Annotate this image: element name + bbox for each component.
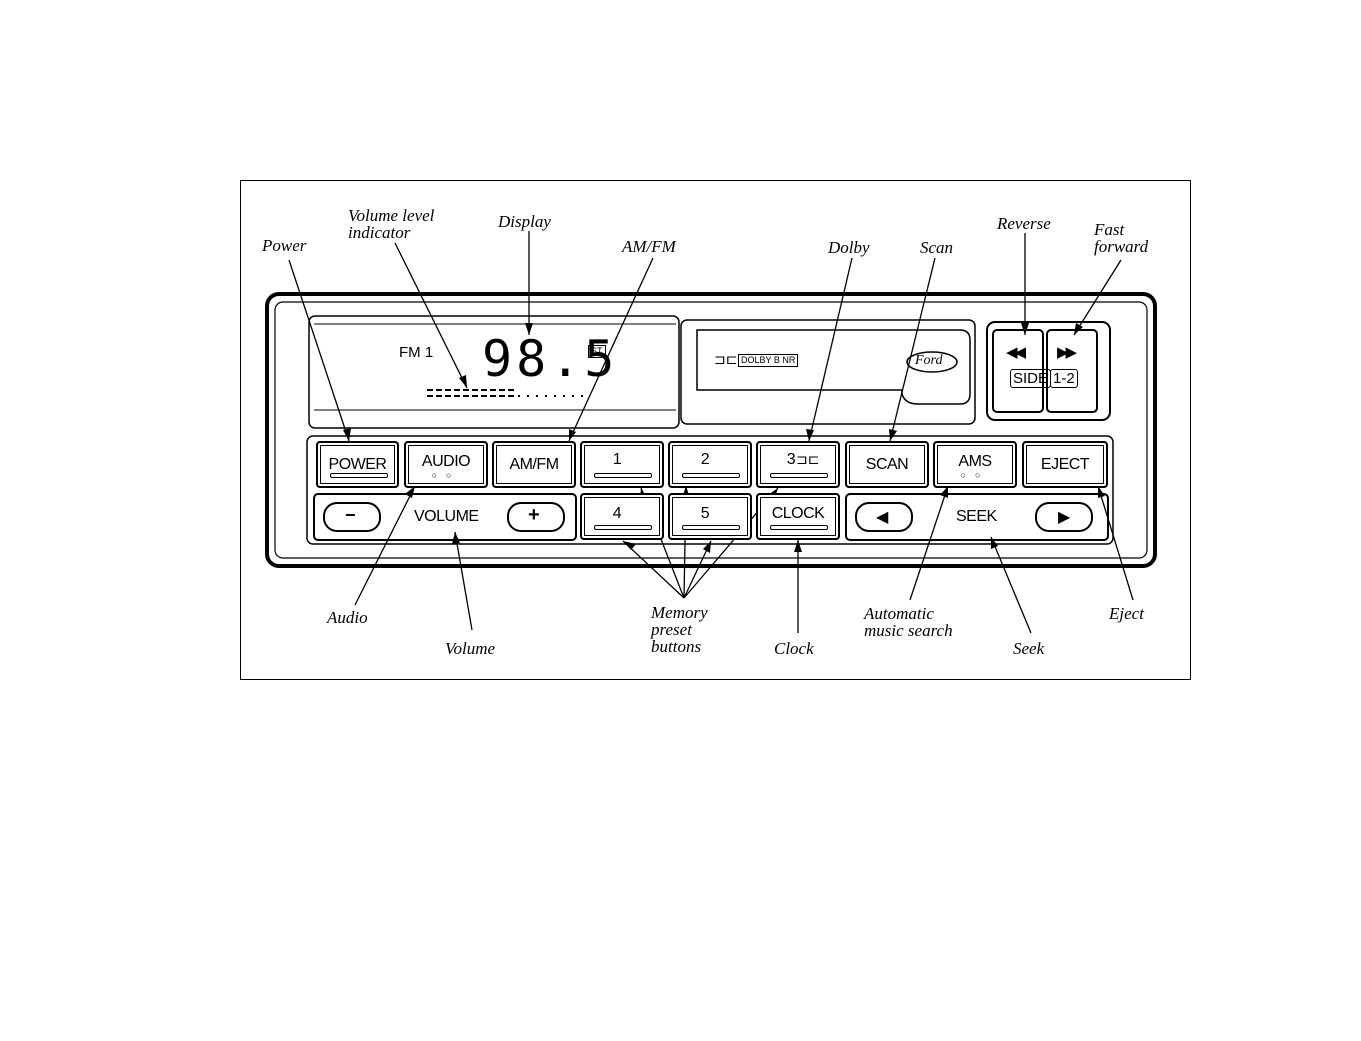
program-1-2-button[interactable]: 1-2 [1050,369,1078,388]
callout-reverse: Reverse [997,215,1051,232]
callout-eject: Eject [1109,605,1144,622]
preset-1-button[interactable]: 1 [580,441,664,488]
ford-logo: Ford [915,353,942,369]
dolby-label: DOLBY B NR [738,354,798,367]
am-fm-button-label: AM/FM [494,456,574,474]
callout-scan: Scan [920,239,953,256]
callout-automatic-music-search: Automatic music search [864,605,953,639]
preset-4-bar [594,525,652,530]
power-button[interactable]: POWER [316,441,399,488]
preset-3-bar [770,473,828,478]
callout-volume-level-indicator: Volume level indicator [348,207,434,241]
preset-2-bar [682,473,740,478]
clock-button-bar [770,525,828,530]
callout-volume: Volume [445,640,495,657]
audio-indicator-dots: ○○ [406,470,486,480]
callout-audio: Audio [327,609,368,626]
ams-button-label: AMS [935,453,1015,471]
volume-down-button[interactable]: − [345,505,356,526]
dolby-icon: ⊐⊏ [796,451,819,468]
preset-1-bar [594,473,652,478]
clock-button[interactable]: CLOCK [756,493,840,540]
volume-up-button[interactable]: + [528,504,540,527]
callout-memory-preset-buttons: Memory preset buttons [651,604,708,655]
callout-power: Power [262,237,306,254]
scan-button-label: SCAN [847,456,927,474]
volume-label: VOLUME [414,508,479,526]
preset-2-button[interactable]: 2 [668,441,752,488]
preset-5-bar [682,525,740,530]
dolby-icon: ⊐⊏ [714,351,737,368]
seek-back-button[interactable]: ◀ [876,507,888,527]
side-button[interactable]: SIDE [1010,369,1051,388]
callout-seek: Seek [1013,640,1044,657]
preset-4-label: 4 [572,505,662,523]
preset-4-button[interactable]: 4 [580,493,664,540]
scan-button[interactable]: SCAN [845,441,929,488]
frequency-readout: 98.5 [482,334,618,384]
preset-3-dolby-button[interactable]: 3 ⊐⊏ [756,441,840,488]
am-fm-button[interactable]: AM/FM [492,441,576,488]
preset-5-button[interactable]: 5 [668,493,752,540]
diagram-frame [240,180,1191,680]
band-indicator: FM 1 [399,344,433,361]
preset-3-label: 3 [744,451,838,469]
ams-button[interactable]: AMS ○○ [933,441,1017,488]
preset-1-label: 1 [572,451,662,469]
seek-forward-button[interactable]: ▶ [1058,507,1070,527]
callout-fast-forward: Fast forward [1094,221,1148,255]
eject-button[interactable]: EJECT [1022,441,1108,488]
audio-button-label: AUDIO [406,453,486,471]
fast-forward-icon[interactable]: ▶▶ [1057,343,1074,361]
preset-5-label: 5 [660,505,750,523]
callout-am-fm: AM/FM [622,238,676,255]
power-button-label: POWER [318,456,397,474]
callout-clock: Clock [774,640,814,657]
callout-dolby: Dolby [828,239,870,256]
power-button-bar [330,473,388,478]
rewind-icon[interactable]: ◀◀ [1006,343,1023,361]
ams-indicator-dots: ○○ [935,470,1015,480]
eject-button-label: EJECT [1024,456,1106,474]
preset-2-label: 2 [660,451,750,469]
stereo-indicator: ST [588,345,606,358]
clock-button-label: CLOCK [758,505,838,523]
seek-label: SEEK [956,508,997,526]
callout-display: Display [498,213,551,230]
audio-button[interactable]: AUDIO ○○ [404,441,488,488]
